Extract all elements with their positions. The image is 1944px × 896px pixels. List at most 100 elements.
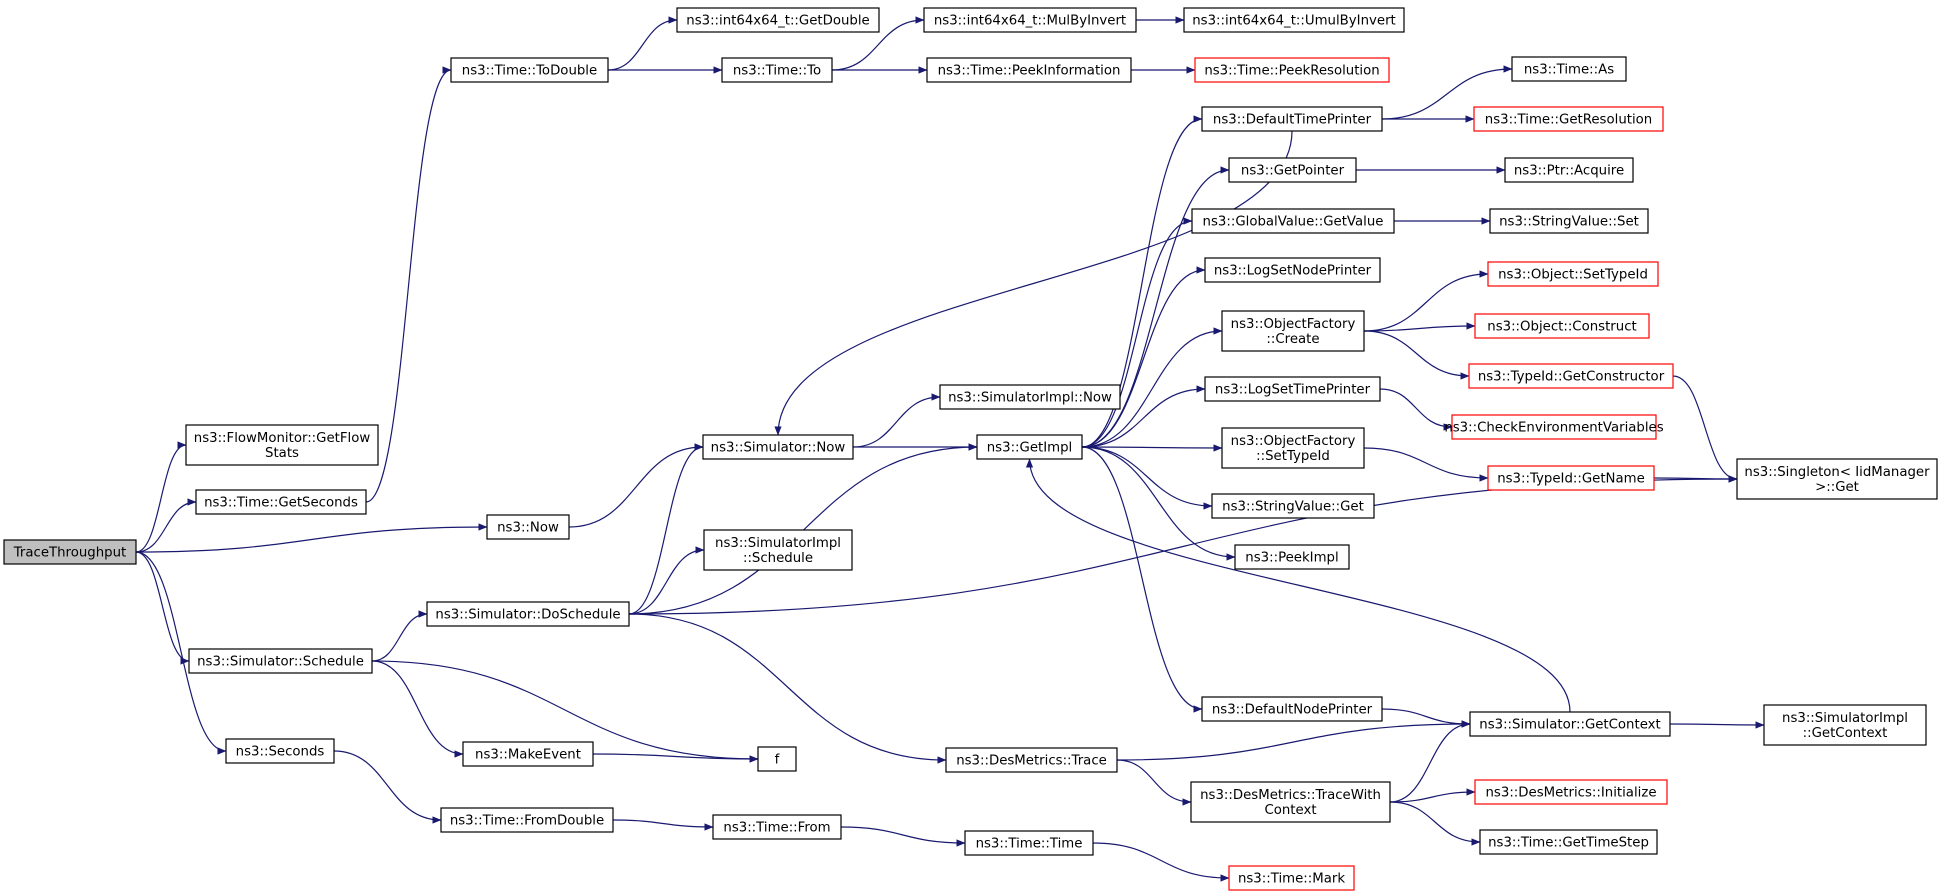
node-box[interactable]: [462, 741, 594, 767]
node-box[interactable]: [185, 424, 379, 466]
node-int64-mulbyinvert[interactable]: ns3::int64x64_t::MulByInvert: [923, 7, 1137, 33]
node-box[interactable]: [676, 7, 880, 33]
node-box[interactable]: [1451, 414, 1657, 440]
node-box[interactable]: [1487, 465, 1655, 491]
node-time-getseconds[interactable]: ns3::Time::GetSeconds: [195, 489, 367, 515]
node-simulator-now[interactable]: ns3::Simulator::Now: [702, 434, 854, 460]
node-box[interactable]: [703, 529, 853, 571]
node-box[interactable]: [1487, 261, 1659, 287]
node-box[interactable]: [1511, 56, 1627, 82]
node-box[interactable]: [440, 807, 614, 833]
node-makeevent[interactable]: ns3::MakeEvent: [462, 741, 594, 767]
node-box[interactable]: [1221, 310, 1365, 352]
node-box[interactable]: [1221, 427, 1365, 469]
node-box[interactable]: [1194, 57, 1390, 83]
node-box[interactable]: [1474, 779, 1668, 805]
node-box[interactable]: [923, 7, 1137, 33]
node-simulator-schedule[interactable]: ns3::Simulator::Schedule: [188, 648, 373, 674]
node-f[interactable]: f: [757, 746, 797, 772]
node-typeid-getname[interactable]: ns3::TypeId::GetName: [1487, 465, 1655, 491]
node-box[interactable]: [1183, 7, 1405, 33]
node-box[interactable]: [1763, 704, 1927, 746]
node-ptr-acquire[interactable]: ns3::Ptr::Acquire: [1504, 157, 1634, 183]
node-box[interactable]: [926, 57, 1132, 83]
node-box[interactable]: [1190, 781, 1391, 823]
node-ns3-seconds[interactable]: ns3::Seconds: [225, 738, 335, 764]
node-logsetnodeprinter[interactable]: ns3::LogSetNodePrinter: [1204, 257, 1381, 283]
node-box[interactable]: [1204, 257, 1381, 283]
node-simulatorimpl-now[interactable]: ns3::SimulatorImpl::Now: [939, 384, 1121, 410]
node-box[interactable]: [939, 384, 1121, 410]
node-box[interactable]: [976, 434, 1083, 460]
node-objectfactory-create[interactable]: ns3::ObjectFactory::Create: [1221, 310, 1365, 352]
node-box[interactable]: [712, 814, 842, 840]
node-box[interactable]: [195, 489, 367, 515]
node-box[interactable]: [1204, 376, 1381, 402]
node-box[interactable]: [3, 539, 137, 565]
node-box[interactable]: [1489, 208, 1649, 234]
node-checkenvironmentvariables[interactable]: ns3::CheckEnvironmentVariables: [1444, 414, 1664, 440]
node-box[interactable]: [1228, 157, 1357, 183]
node-ns3-now[interactable]: ns3::Now: [486, 514, 570, 540]
node-time-peekresolution[interactable]: ns3::Time::PeekResolution: [1194, 57, 1390, 83]
node-stringvalue-get[interactable]: ns3::StringValue::Get: [1211, 493, 1375, 519]
node-box[interactable]: [1504, 157, 1634, 183]
node-simulator-getcontext[interactable]: ns3::Simulator::GetContext: [1469, 711, 1671, 737]
node-time-as[interactable]: ns3::Time::As: [1511, 56, 1627, 82]
node-box[interactable]: [188, 648, 373, 674]
node-singleton-get[interactable]: ns3::Singleton< IidManager>::Get: [1736, 458, 1938, 500]
node-box[interactable]: [1191, 208, 1395, 234]
node-box[interactable]: [225, 738, 335, 764]
node-peekimpl[interactable]: ns3::PeekImpl: [1234, 544, 1350, 570]
node-time-from[interactable]: ns3::Time::From: [712, 814, 842, 840]
node-globalvalue-getvalue[interactable]: ns3::GlobalValue::GetValue: [1191, 208, 1395, 234]
node-stringvalue-set[interactable]: ns3::StringValue::Set: [1489, 208, 1649, 234]
node-box[interactable]: [1474, 313, 1650, 339]
node-box[interactable]: [1468, 363, 1674, 389]
node-box[interactable]: [1201, 696, 1383, 722]
node-time-to[interactable]: ns3::Time::To: [721, 57, 833, 83]
node-int64-getdouble[interactable]: ns3::int64x64_t::GetDouble: [676, 7, 880, 33]
node-int64-umulbyinvert[interactable]: ns3::int64x64_t::UmulByInvert: [1183, 7, 1405, 33]
node-typeid-getconstructor[interactable]: ns3::TypeId::GetConstructor: [1468, 363, 1674, 389]
node-trace-throughput[interactable]: TraceThroughput: [3, 539, 137, 565]
node-box[interactable]: [1479, 829, 1658, 855]
node-logsettimeprinter[interactable]: ns3::LogSetTimePrinter: [1204, 376, 1381, 402]
node-box[interactable]: [945, 747, 1118, 773]
node-getpointer[interactable]: ns3::GetPointer: [1228, 157, 1357, 183]
node-defaulttimeprinter[interactable]: ns3::DefaultTimePrinter: [1201, 106, 1383, 132]
node-box[interactable]: [1469, 711, 1671, 737]
node-time-mark[interactable]: ns3::Time::Mark: [1228, 865, 1355, 891]
node-defaultnodeprinter[interactable]: ns3::DefaultNodePrinter: [1201, 696, 1383, 722]
node-box[interactable]: [1201, 106, 1383, 132]
node-time-peekinformation[interactable]: ns3::Time::PeekInformation: [926, 57, 1132, 83]
node-box[interactable]: [1473, 106, 1664, 132]
node-time-fromdouble[interactable]: ns3::Time::FromDouble: [440, 807, 614, 833]
node-box[interactable]: [450, 57, 609, 83]
node-time-getresolution[interactable]: ns3::Time::GetResolution: [1473, 106, 1664, 132]
node-simulatorimpl-schedule[interactable]: ns3::SimulatorImpl::Schedule: [703, 529, 853, 571]
node-objectfactory-settypeid[interactable]: ns3::ObjectFactory::SetTypeId: [1221, 427, 1365, 469]
node-box[interactable]: [1736, 458, 1938, 500]
node-time-time[interactable]: ns3::Time::Time: [964, 830, 1094, 856]
node-box[interactable]: [964, 830, 1094, 856]
node-desmetrics-trace[interactable]: ns3::DesMetrics::Trace: [945, 747, 1118, 773]
node-simulatorimpl-getcontext[interactable]: ns3::SimulatorImpl::GetContext: [1763, 704, 1927, 746]
node-object-construct[interactable]: ns3::Object::Construct: [1474, 313, 1650, 339]
node-box[interactable]: [1228, 865, 1355, 891]
node-box[interactable]: [721, 57, 833, 83]
node-box[interactable]: [426, 601, 630, 627]
node-box[interactable]: [757, 746, 797, 772]
node-desmetrics-initialize[interactable]: ns3::DesMetrics::Initialize: [1474, 779, 1668, 805]
node-box[interactable]: [486, 514, 570, 540]
node-simulator-doschedule[interactable]: ns3::Simulator::DoSchedule: [426, 601, 630, 627]
node-box[interactable]: [1211, 493, 1375, 519]
node-box[interactable]: [702, 434, 854, 460]
node-time-gettimestep[interactable]: ns3::Time::GetTimeStep: [1479, 829, 1658, 855]
node-box[interactable]: [1234, 544, 1350, 570]
node-time-todouble[interactable]: ns3::Time::ToDouble: [450, 57, 609, 83]
node-object-settypeid[interactable]: ns3::Object::SetTypeId: [1487, 261, 1659, 287]
node-getimpl[interactable]: ns3::GetImpl: [976, 434, 1083, 460]
